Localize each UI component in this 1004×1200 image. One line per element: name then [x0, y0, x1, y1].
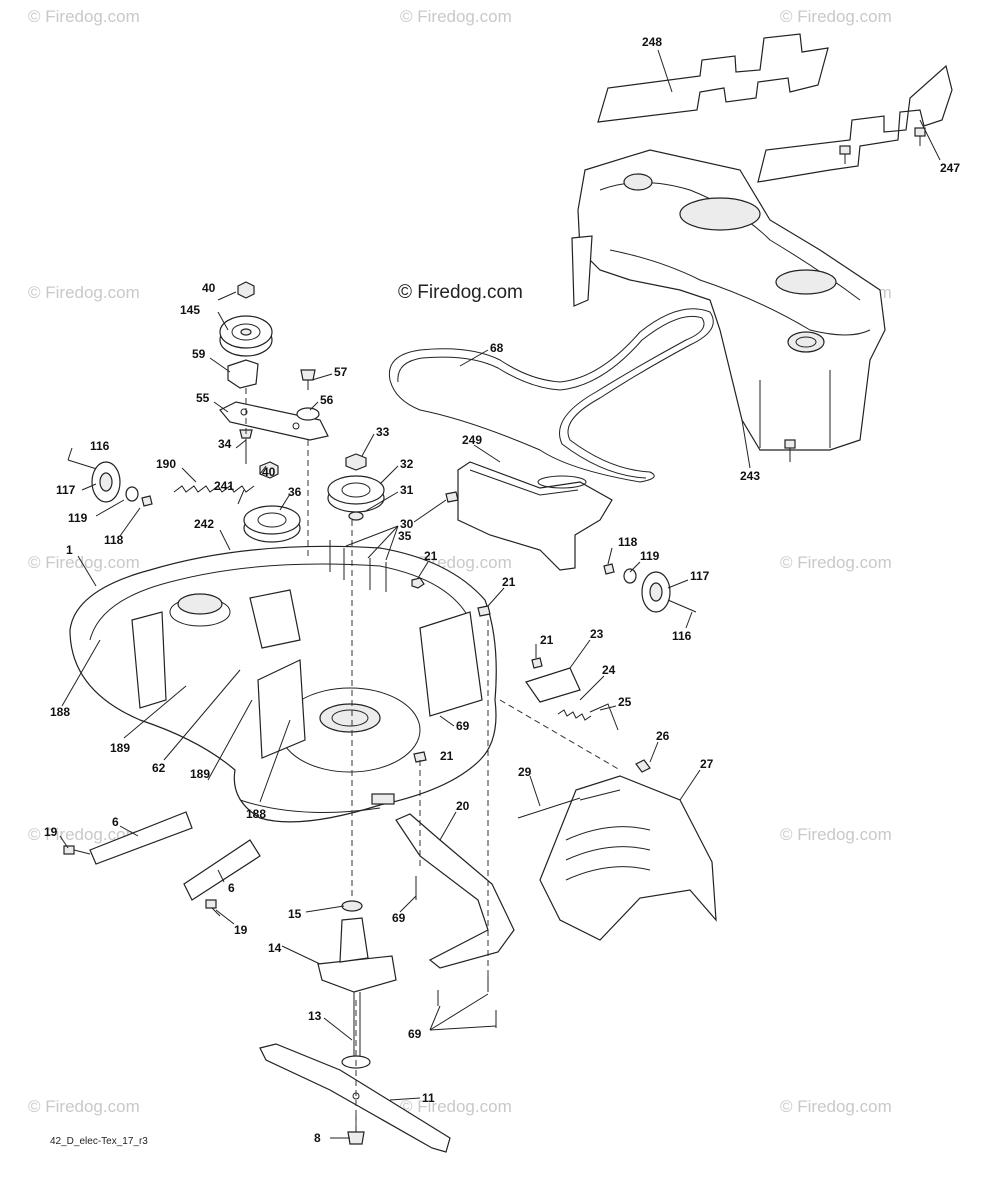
callout-145: 145 — [180, 303, 200, 317]
watermark: © Firedog.com — [780, 553, 892, 572]
callout-1: 1 — [66, 543, 73, 557]
watermark: © Firedog.com — [780, 1097, 892, 1116]
callout-188-b: 188 — [246, 807, 266, 821]
watermark: © Firedog.com — [28, 1097, 140, 1116]
callout-11: 11 — [422, 1091, 435, 1105]
belt-shield-247 — [757, 64, 953, 183]
callout-117-b: 117 — [690, 569, 710, 583]
callout-34: 34 — [218, 437, 232, 451]
mower-deck-1 — [69, 545, 497, 823]
callout-13: 13 — [308, 1009, 322, 1023]
callout-40-b: 40 — [262, 465, 276, 479]
pulley-32 — [327, 453, 385, 521]
callout-189-b: 189 — [190, 767, 210, 781]
callout-247: 247 — [940, 161, 960, 175]
callout-20: 20 — [456, 799, 470, 813]
idler-bracket-249 — [457, 461, 613, 571]
idler-pulley-group — [219, 281, 329, 464]
callout-117: 117 — [56, 483, 76, 497]
callout-190: 190 — [156, 457, 176, 471]
callout-243: 243 — [740, 469, 760, 483]
belt-shield-248 — [597, 33, 829, 123]
callout-21: 21 — [424, 549, 438, 563]
blade-bolt-8 — [347, 1112, 365, 1145]
watermark: © Firedog.com — [400, 7, 512, 26]
callout-35: 35 — [398, 529, 412, 543]
idler-pulley-36 — [243, 461, 301, 543]
callout-8: 8 — [314, 1131, 321, 1145]
watermark: © Firedog.com — [28, 825, 140, 844]
callout-56: 56 — [320, 393, 334, 407]
callout-189: 189 — [110, 741, 130, 755]
callout-119: 119 — [68, 511, 88, 525]
callout-33: 33 — [376, 425, 390, 439]
callout-242: 242 — [194, 517, 214, 531]
drawing-code: 42_D_elec-Tex_17_r3 — [50, 1136, 148, 1147]
callout-24: 24 — [602, 663, 616, 677]
callout-68: 68 — [490, 341, 504, 355]
chute-bracket-23 — [525, 667, 619, 731]
callout-36: 36 — [288, 485, 302, 499]
nuts-21 — [411, 491, 543, 763]
callout-116-b: 116 — [672, 629, 692, 643]
bolts-30 — [329, 540, 387, 592]
callout-32: 32 — [400, 457, 414, 471]
callout-69: 69 — [456, 719, 470, 733]
callout-6-b: 6 — [228, 881, 235, 895]
spindle-assembly — [317, 900, 397, 1069]
callout-59: 59 — [192, 347, 206, 361]
callout-119-b: 119 — [640, 549, 660, 563]
callout-118: 118 — [104, 533, 124, 547]
bracket-6-lower — [183, 839, 261, 917]
leader-lines — [59, 49, 941, 1139]
callout-21-b: 21 — [502, 575, 516, 589]
callout-69-b: 69 — [392, 911, 406, 925]
spring-190 — [173, 485, 255, 493]
callout-62: 62 — [152, 761, 166, 775]
callout-23: 23 — [590, 627, 604, 641]
watermark: © Firedog.com — [28, 283, 140, 302]
callout-19-b: 19 — [234, 923, 248, 937]
drive-belt-68 — [388, 308, 714, 483]
callout-labels: 248 247 243 68 249 40 145 59 57 55 56 33… — [44, 35, 960, 1145]
callout-26: 26 — [656, 729, 670, 743]
callout-15: 15 — [288, 907, 302, 921]
callout-30: 30 — [400, 517, 414, 531]
callout-27: 27 — [700, 757, 714, 771]
callout-21-d: 21 — [440, 749, 454, 763]
watermark: © Firedog.com — [28, 7, 140, 26]
callout-188: 188 — [50, 705, 70, 719]
callout-29: 29 — [518, 765, 532, 779]
gauge-wheel-right — [603, 563, 697, 613]
callout-21-c: 21 — [540, 633, 554, 647]
callout-248: 248 — [642, 35, 662, 49]
callout-25: 25 — [618, 695, 632, 709]
assembly-guide-lines — [245, 388, 621, 1130]
callout-116: 116 — [90, 439, 110, 453]
upper-deck-housing-243 — [571, 149, 886, 462]
gauge-wheel-left — [67, 459, 153, 507]
callout-6: 6 — [112, 815, 119, 829]
callout-241: 241 — [214, 479, 234, 493]
watermark-main: © Firedog.com — [398, 282, 523, 303]
callout-14: 14 — [268, 941, 282, 955]
callout-249: 249 — [462, 433, 482, 447]
callout-69-c: 69 — [408, 1027, 422, 1041]
callout-31: 31 — [400, 483, 414, 497]
watermark: © Firedog.com — [400, 1097, 512, 1116]
callout-19: 19 — [44, 825, 58, 839]
watermark: © Firedog.com — [780, 7, 892, 26]
discharge-chute-27 — [517, 759, 717, 941]
callout-55: 55 — [196, 391, 210, 405]
callout-118-b: 118 — [618, 535, 638, 549]
callout-57: 57 — [334, 365, 348, 379]
watermark: © Firedog.com — [780, 825, 892, 844]
callout-40: 40 — [202, 281, 216, 295]
watermark: © Firedog.com — [28, 553, 140, 572]
bracket-6-upper — [63, 811, 193, 865]
baffle-20 — [395, 813, 515, 1028]
